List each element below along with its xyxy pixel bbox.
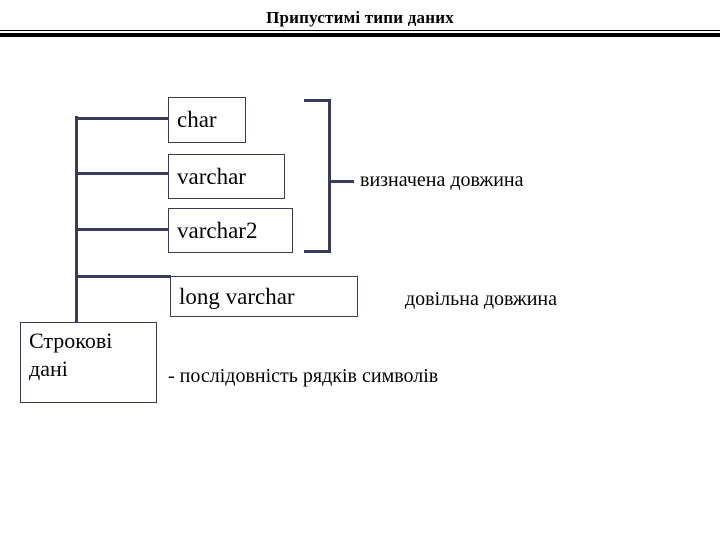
root-node-line-2: дані [29,356,68,382]
tree-branch-char [75,117,169,120]
caption-character-sequence: - послідовність рядків символів [168,365,439,387]
caption-arbitrary-length: довільна довжина [405,288,558,310]
page-title: Припустимі типи даних [266,8,454,27]
type-box-varchar: varchar [168,154,285,199]
header-rule-thin [0,30,720,31]
type-box-char: char [168,97,246,143]
tree-branch-long-varchar [75,275,171,278]
header-rule-thick [0,33,720,37]
group-bracket-vertical [328,99,331,253]
tree-branch-varchar [75,172,169,175]
group-bracket-pointer [328,180,354,183]
group-bracket-top-arm [304,99,331,102]
type-box-long-varchar: long varchar [170,276,358,317]
caption-fixed-length: визначена довжина [360,169,524,191]
root-node-string-data: Строкові дані [20,322,157,403]
root-node-line-1: Строкові [29,328,113,353]
group-bracket-bottom-arm [304,250,331,253]
tree-branch-varchar2 [75,228,171,231]
tree-spine-vertical [75,116,78,324]
type-box-varchar2: varchar2 [168,208,293,253]
